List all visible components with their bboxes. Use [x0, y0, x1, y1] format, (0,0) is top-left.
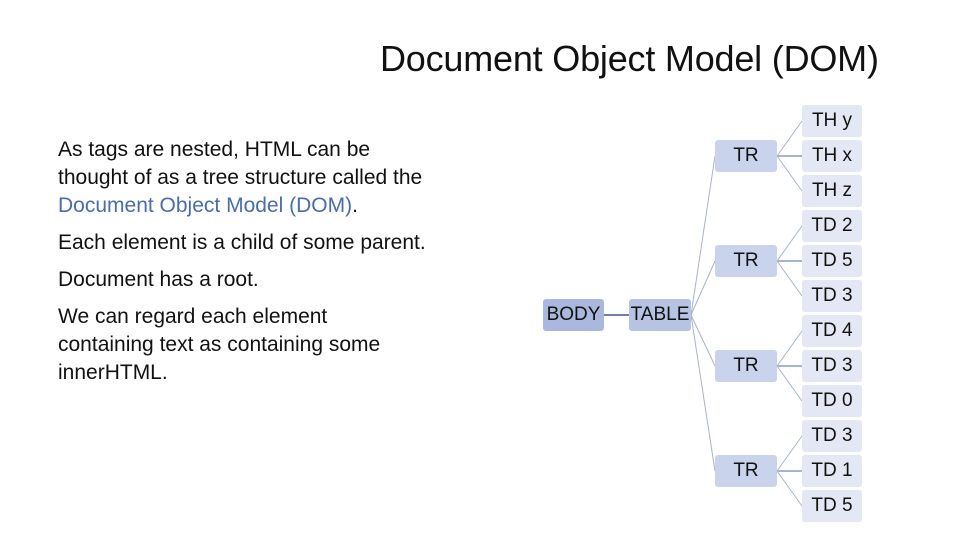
slide-body: As tags are nested, HTML can be thought … [58, 136, 428, 396]
tree-leaf-td: TD 3 [802, 350, 862, 382]
dom-link-text: Document Object Model (DOM) [58, 194, 353, 217]
tree-leaf-th: TH x [802, 140, 862, 172]
paragraph-text: . [352, 194, 358, 217]
tree-leaf-td: TD 3 [802, 420, 862, 452]
tree-node-tr: TR [715, 455, 777, 487]
tree-node-tr: TR [715, 245, 777, 277]
paragraph-child-parent: Each element is a child of some parent. [58, 231, 426, 254]
paragraph-innerhtml: We can regard each element containing te… [58, 305, 381, 384]
paragraph-text: As tags are nested, HTML can be thought … [58, 138, 423, 189]
paragraph-dom-intro: As tags are nested, HTML can be thought … [58, 136, 428, 220]
tree-leaf-td: TD 0 [802, 385, 862, 417]
tree-node-body: BODY [543, 299, 604, 331]
tree-node-tr: TR [715, 350, 777, 382]
tree-leaf-td: TD 1 [802, 455, 862, 487]
tree-leaf-td: TD 3 [802, 280, 862, 312]
tree-leaf-th: TH z [802, 175, 862, 207]
tree-node-tr: TR [715, 140, 777, 172]
tree-node-table: TABLE [629, 299, 691, 331]
tree-leaf-th: TH y [802, 105, 862, 137]
tree-leaf-td: TD 5 [802, 490, 862, 522]
tree-leaf-td: TD 4 [802, 315, 862, 347]
slide-title: Document Object Model (DOM) [380, 38, 879, 79]
paragraph-root: Document has a root. [58, 268, 259, 291]
tree-leaf-td: TD 2 [802, 210, 862, 242]
tree-leaf-td: TD 5 [802, 245, 862, 277]
